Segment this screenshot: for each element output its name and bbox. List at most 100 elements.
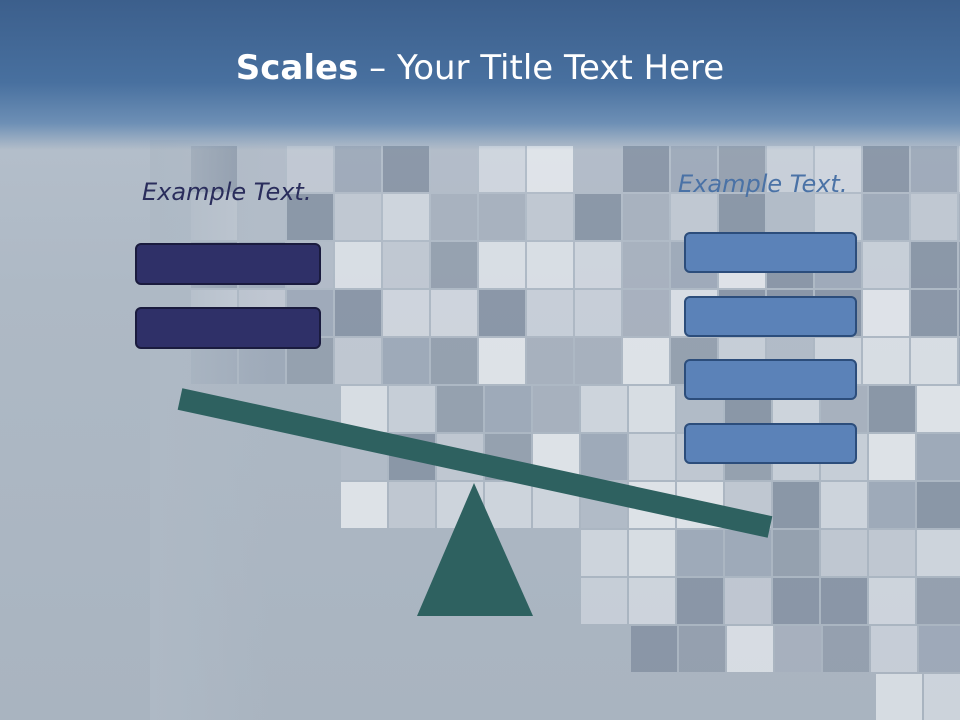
collage-tile: [575, 146, 621, 192]
collage-tile: [575, 194, 621, 240]
collage-tile: [623, 146, 669, 192]
collage-tile: [917, 482, 960, 528]
collage-tile: [911, 290, 957, 336]
collage-tile: [383, 338, 429, 384]
collage-tile: [677, 530, 723, 576]
collage-tile: [335, 146, 381, 192]
collage-tile: [767, 146, 813, 192]
title-band: [0, 0, 960, 150]
collage-tile: [924, 674, 960, 720]
left-box-2: [135, 307, 321, 349]
collage-tile: [287, 194, 333, 240]
collage-tile: [679, 626, 725, 672]
collage-tile: [773, 530, 819, 576]
collage-tile: [863, 338, 909, 384]
collage-tile: [911, 338, 957, 384]
collage-tile: [431, 290, 477, 336]
collage-tile: [527, 146, 573, 192]
collage-tile: [335, 290, 381, 336]
collage-tile: [575, 242, 621, 288]
collage-tile: [581, 578, 627, 624]
collage-tile: [677, 578, 723, 624]
collage-tile: [773, 482, 819, 528]
collage-tile: [431, 242, 477, 288]
collage-tile: [863, 290, 909, 336]
right-box-4: [684, 423, 857, 464]
title-rest: – Your Title Text Here: [358, 48, 725, 88]
collage-tile: [719, 146, 765, 192]
collage-tile: [383, 242, 429, 288]
collage-tile: [581, 434, 627, 480]
collage-tile: [341, 482, 387, 528]
collage-tile: [581, 386, 627, 432]
collage-tile: [431, 194, 477, 240]
collage-tile: [911, 194, 957, 240]
collage-tile: [479, 242, 525, 288]
slide-title: Scales – Your Title Text Here: [0, 48, 960, 88]
collage-tile: [389, 386, 435, 432]
collage-tile: [629, 578, 675, 624]
collage-tile: [623, 290, 669, 336]
collage-tile: [671, 146, 717, 192]
scale-fulcrum: [417, 483, 533, 616]
collage-tile: [917, 386, 960, 432]
collage-tile: [631, 626, 677, 672]
right-box-1: [684, 232, 857, 273]
collage-tile: [533, 386, 579, 432]
collage-tile: [479, 146, 525, 192]
collage-tile: [629, 530, 675, 576]
collage-tile: [527, 242, 573, 288]
collage-tile: [527, 338, 573, 384]
collage-fade: [150, 140, 270, 720]
collage-tile: [917, 530, 960, 576]
collage-tile: [527, 194, 573, 240]
collage-tile: [341, 386, 387, 432]
collage-tile: [911, 146, 957, 192]
collage-tile: [431, 146, 477, 192]
collage-tile: [876, 674, 922, 720]
collage-tile: [863, 194, 909, 240]
collage-tile: [869, 482, 915, 528]
collage-tile: [919, 626, 960, 672]
collage-tile: [725, 530, 771, 576]
right-caption: Example Text.: [678, 170, 848, 198]
collage-tile: [479, 194, 525, 240]
collage-tile: [623, 194, 669, 240]
collage-tile: [431, 338, 477, 384]
collage-tile: [823, 626, 869, 672]
collage-tile: [479, 338, 525, 384]
collage-tile: [773, 578, 819, 624]
collage-tile: [629, 434, 675, 480]
scale-beam: [177, 388, 773, 538]
collage-tile: [383, 290, 429, 336]
collage-tile: [623, 338, 669, 384]
collage-tile: [869, 434, 915, 480]
collage-tile: [911, 242, 957, 288]
collage-tile: [869, 578, 915, 624]
left-box-1: [135, 243, 321, 285]
collage-tile: [623, 242, 669, 288]
collage-tile: [575, 290, 621, 336]
collage-tile: [815, 146, 861, 192]
collage-tile: [917, 578, 960, 624]
collage-tile: [917, 434, 960, 480]
right-box-3: [684, 359, 857, 400]
collage-tile: [725, 578, 771, 624]
collage-tile: [871, 626, 917, 672]
collage-tile: [821, 578, 867, 624]
collage-tile: [389, 482, 435, 528]
collage-tile: [629, 386, 675, 432]
collage-tile: [335, 242, 381, 288]
collage-tile: [581, 530, 627, 576]
collage-tile: [821, 530, 867, 576]
collage-tile: [821, 482, 867, 528]
collage-tile: [863, 146, 909, 192]
collage-tile: [575, 338, 621, 384]
collage-tile: [479, 290, 525, 336]
collage-tile: [485, 482, 531, 528]
collage-tile: [869, 530, 915, 576]
title-bold: Scales: [235, 48, 359, 88]
collage-tile: [383, 146, 429, 192]
right-box-2: [684, 296, 857, 337]
